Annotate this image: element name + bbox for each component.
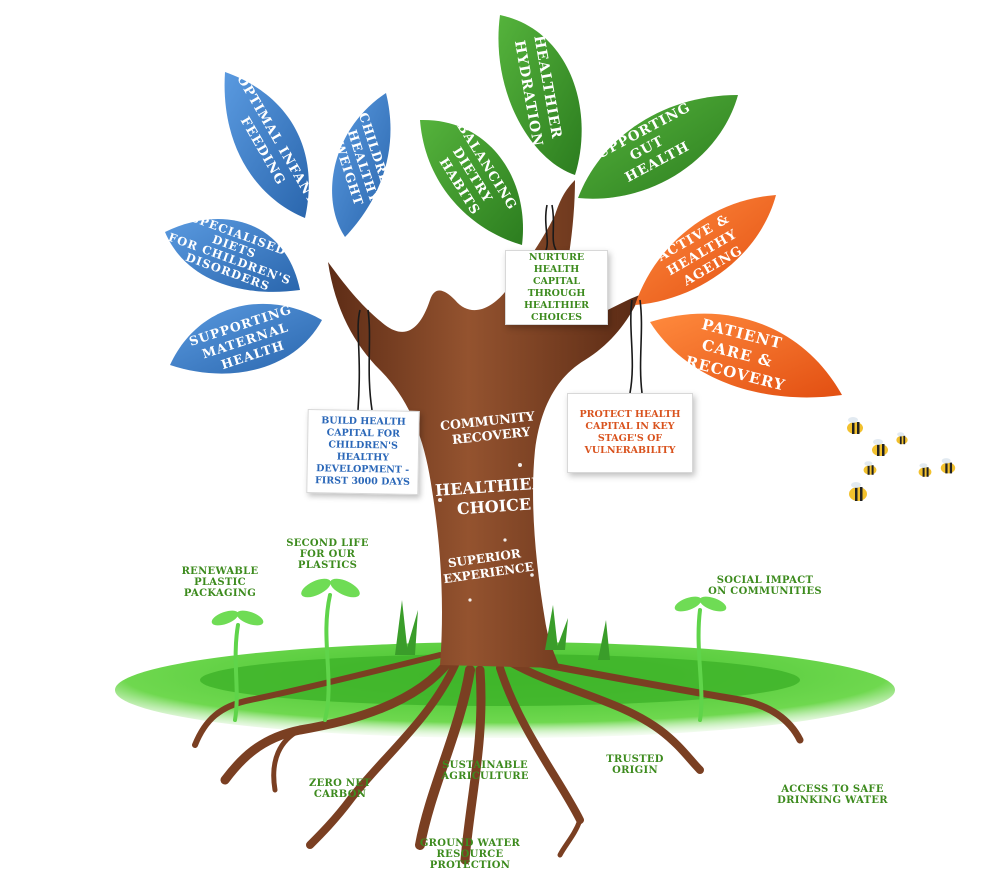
leaf-specialised-diets: SPECIALISED DIETS FOR CHILDREN'S DISORDE… bbox=[165, 210, 300, 294]
leaf-supporting-gut-health: SUPPORTING GUT HEALTH bbox=[578, 95, 738, 199]
bee-icon bbox=[896, 432, 908, 445]
leaf-healthier-hydration: HEALTHIER HYDRATION bbox=[498, 15, 582, 175]
grass-tufts bbox=[395, 600, 610, 660]
sprouts bbox=[233, 593, 704, 722]
card-nurture-health-capital: NURTURE HEALTH CAPITAL THROUGH HEALTHIER… bbox=[505, 250, 608, 325]
bee-icon bbox=[849, 482, 867, 501]
leaf-childrens-healthy-weight: CHILDREN'S HEALTHY WEIGHT bbox=[331, 93, 401, 237]
label-second-life-plastics: SECOND LIFE FOR OUR PLASTICS bbox=[286, 538, 369, 571]
label-ground-water-resource-protection: GROUND WATER RESOURCE PROTECTION bbox=[419, 838, 521, 871]
sparkles bbox=[438, 463, 550, 602]
card-strings bbox=[357, 204, 643, 411]
label-sustainable-agriculture: SUSTAINABLE AGRICULTURE bbox=[441, 760, 529, 782]
bee-icon bbox=[940, 458, 956, 474]
bees bbox=[847, 417, 956, 501]
label-access-safe-drinking-water: ACCESS TO SAFE DRINKING WATER bbox=[777, 784, 888, 806]
label-zero-net-carbon: ZERO NET CARBON bbox=[308, 778, 372, 800]
leaf-patient-care-recovery: PATIENT CARE & RECOVERY bbox=[650, 313, 842, 398]
roots bbox=[192, 652, 804, 865]
bee-icon bbox=[918, 463, 932, 477]
tree-trunk bbox=[328, 180, 640, 668]
leaf-optimal-infant-feeding: OPTIMAL INFANT FEEDING bbox=[224, 72, 320, 218]
bee-icon bbox=[863, 461, 877, 475]
sprout-leaves bbox=[211, 578, 727, 626]
trunk-healthier-choice: HEALTHIER CHOICE bbox=[434, 473, 552, 520]
leaf-balancing-dietry-habits: BALANCING DIETRY HABITS bbox=[420, 120, 524, 245]
leaf-active-healthy-ageing: ACTIVE & HEALTHY AGEING bbox=[635, 195, 776, 305]
label-social-impact-communities: SOCIAL IMPACT ON COMMUNITIES bbox=[708, 575, 822, 597]
card-build-health-capital: BUILD HEALTH CAPITAL FOR CHILDREN'S HEAL… bbox=[306, 409, 420, 495]
leaf-supporting-maternal-health: SUPPORTING MATERNAL HEALTH bbox=[170, 301, 322, 374]
bee-icon bbox=[872, 439, 888, 456]
card-protect-health-capital: PROTECT HEALTH CAPITAL IN KEY STAGE'S OF… bbox=[567, 393, 693, 473]
trunk-community-recovery: COMMUNITY RECOVERY bbox=[439, 408, 541, 448]
bee-icon bbox=[847, 417, 863, 434]
label-trusted-origin: TRUSTED ORIGIN bbox=[606, 754, 664, 776]
label-renewable-plastic-packaging: RENEWABLE PLASTIC PACKAGING bbox=[181, 566, 259, 599]
